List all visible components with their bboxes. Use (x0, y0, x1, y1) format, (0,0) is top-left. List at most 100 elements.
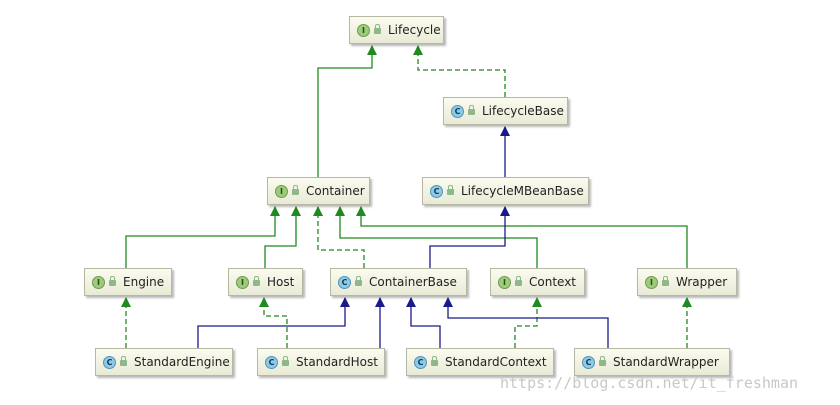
class-icon: C (338, 275, 351, 289)
arrowhead-icon (500, 126, 510, 136)
edge-containerbase-to-container (313, 206, 365, 268)
node-label: StandardHost (296, 355, 378, 369)
node-lifecycle-base[interactable]: C LifecycleBase (443, 97, 568, 125)
edge-line (125, 207, 276, 268)
node-standard-host[interactable]: C StandardHost (257, 348, 385, 376)
edge-line (264, 207, 297, 268)
arrowhead-icon (532, 297, 542, 307)
edge-standardhost-to-containerbase (375, 297, 385, 348)
arrowhead-icon (500, 206, 510, 216)
class-icon: C (582, 355, 595, 369)
node-label: Host (267, 275, 295, 289)
node-label: LifecycleBase (482, 104, 564, 118)
edge-line (197, 298, 346, 348)
node-wrapper[interactable]: I Wrapper (637, 268, 737, 296)
interface-icon: I (498, 275, 511, 289)
arrowhead-icon (335, 206, 345, 216)
node-label: Container (306, 184, 365, 198)
watermark-text: https://blog.csdn.net/it_freshman (500, 374, 799, 392)
edge-line (317, 207, 365, 268)
arrowhead-icon (443, 297, 453, 307)
class-icon: C (414, 355, 427, 369)
edge-line (514, 298, 538, 348)
node-label: Context (529, 275, 577, 289)
edge-standardcontext-to-containerbase (406, 297, 441, 348)
edge-containerbase-to-lifecyclembeanbase (429, 206, 510, 268)
node-label: ContainerBase (369, 275, 457, 289)
arrowhead-icon (406, 297, 416, 307)
lock-icon (662, 276, 669, 286)
class-icon: C (430, 184, 443, 198)
node-container-base[interactable]: C ContainerBase (330, 268, 467, 296)
edge-lifecyclembeanbase-to-lifecyclebase (500, 126, 510, 177)
node-label: LifecycleMBeanBase (461, 184, 584, 198)
arrowhead-icon (367, 45, 377, 55)
lock-icon (120, 356, 127, 366)
arrowhead-icon (259, 297, 269, 307)
interface-icon: I (645, 275, 658, 289)
node-context[interactable]: I Context (490, 268, 585, 296)
lock-icon (468, 105, 475, 115)
edge-wrapper-to-container (356, 206, 688, 268)
edge-standardengine-to-containerbase (197, 297, 350, 348)
arrowhead-icon (375, 297, 385, 307)
edge-standardwrapper-to-containerbase (443, 297, 609, 348)
edge-standardwrapper-to-wrapper (682, 297, 692, 348)
lock-icon (355, 276, 362, 286)
arrowhead-icon (291, 206, 301, 216)
lock-icon (374, 24, 381, 34)
lock-icon (447, 185, 454, 195)
node-standard-context[interactable]: C StandardContext (406, 348, 554, 376)
node-label: StandardWrapper (613, 355, 719, 369)
node-host[interactable]: I Host (228, 268, 303, 296)
node-label: StandardEngine (134, 355, 230, 369)
lock-icon (292, 185, 299, 195)
edge-standardengine-to-engine (121, 297, 131, 348)
class-icon: C (103, 355, 116, 369)
edge-line (410, 298, 441, 348)
node-lifecycle-mbean-base[interactable]: C LifecycleMBeanBase (422, 177, 589, 205)
node-standard-wrapper[interactable]: C StandardWrapper (574, 348, 730, 376)
edge-line (317, 46, 373, 177)
lock-icon (599, 356, 606, 366)
node-container[interactable]: I Container (267, 177, 370, 205)
interface-icon: I (92, 275, 105, 289)
node-standard-engine[interactable]: C StandardEngine (95, 348, 233, 376)
arrowhead-icon (340, 297, 350, 307)
edge-line (339, 207, 538, 268)
interface-icon: I (236, 275, 249, 289)
arrowhead-icon (682, 297, 692, 307)
edge-engine-to-container (125, 206, 280, 268)
arrowhead-icon (313, 206, 323, 216)
edge-standardhost-to-host (259, 297, 288, 348)
edge-lifecyclebase-to-lifecycle (413, 45, 506, 97)
arrowhead-icon (413, 45, 423, 55)
node-engine[interactable]: I Engine (84, 268, 172, 296)
lock-icon (431, 356, 438, 366)
node-lifecycle[interactable]: I Lifecycle (349, 16, 444, 44)
node-label: Wrapper (676, 275, 728, 289)
edge-context-to-container (335, 206, 538, 268)
class-icon: C (451, 104, 464, 118)
class-icon: C (265, 355, 278, 369)
edge-line (417, 46, 506, 97)
edge-line (360, 207, 688, 268)
lock-icon (515, 276, 522, 286)
node-label: StandardContext (445, 355, 547, 369)
lock-icon (253, 276, 260, 286)
lock-icon (282, 356, 289, 366)
edge-standardcontext-to-context (514, 297, 542, 348)
interface-icon: I (275, 184, 288, 198)
node-label: Lifecycle (388, 23, 441, 37)
arrowhead-icon (121, 297, 131, 307)
edge-container-to-lifecycle (317, 45, 377, 177)
arrowhead-icon (270, 206, 280, 216)
edge-line (447, 298, 609, 348)
lock-icon (109, 276, 116, 286)
arrowhead-icon (356, 206, 366, 216)
edge-host-to-container (264, 206, 301, 268)
node-label: Engine (123, 275, 165, 289)
interface-icon: I (357, 23, 370, 37)
